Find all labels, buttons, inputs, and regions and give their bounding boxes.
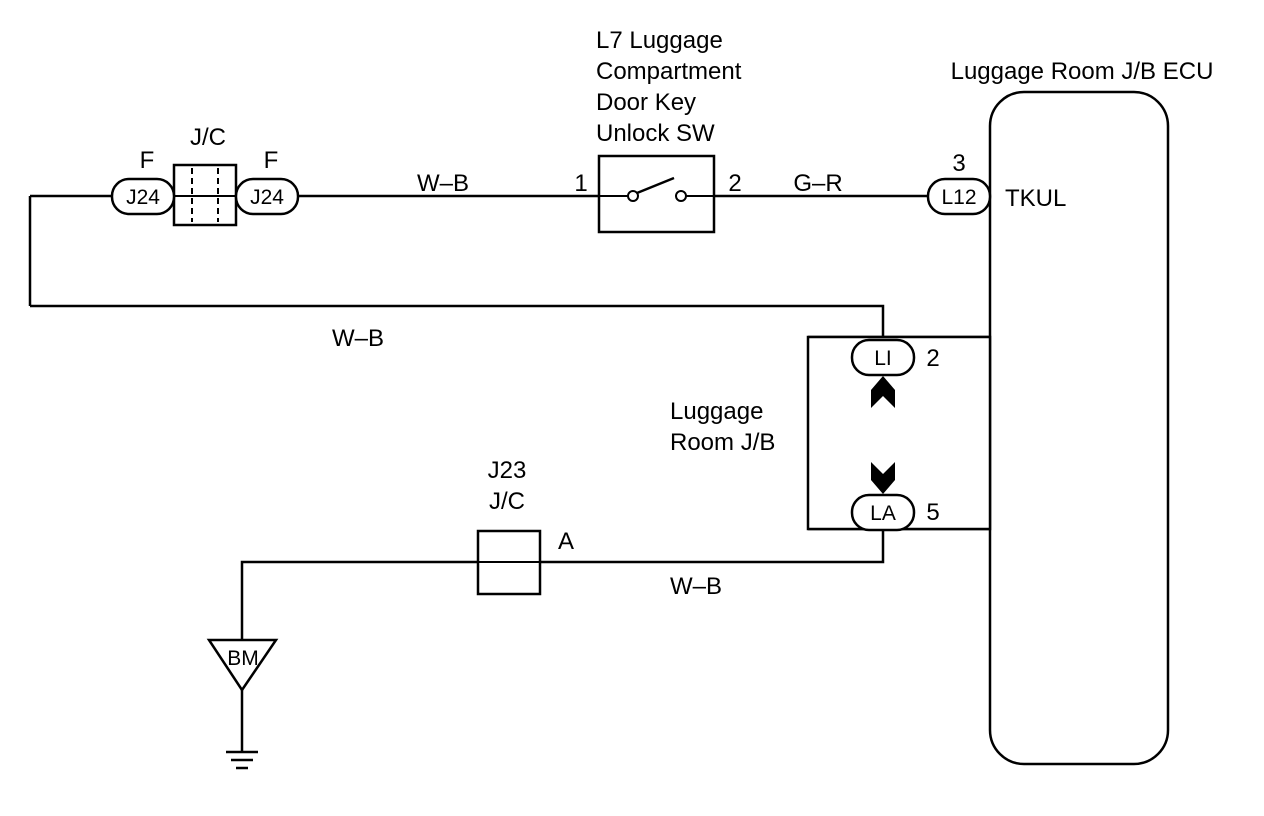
connector-la-label: LA [870,502,896,525]
wire-label-top-right: G–R [793,170,842,197]
connector-l12-pin: 3 [952,150,965,177]
connector-j24-right [234,177,300,216]
switch-body [597,154,716,234]
switch-contact-right [675,190,687,202]
switch-title-line-3: Door Key [596,89,696,116]
switch-blade [636,176,675,195]
ground-point-label: BM [227,647,259,670]
connector-l12-label: L12 [941,186,976,209]
wire-label-bottom: W–B [670,573,722,600]
switch-title-line-2: Compartment [596,58,742,85]
jc-left-pin-left: F [140,147,155,174]
switch-title-line-4: Unlock SW [596,120,715,147]
connector-li-label: LI [874,347,892,370]
jc-bottom-title-line-2: J/C [489,488,525,515]
luggage-jb-title-line-2: Room J/B [670,429,775,456]
ecu-title: Luggage Room J/B ECU [951,58,1214,85]
wire-label-middle: W–B [332,325,384,352]
connector-l12 [926,177,992,216]
connector-j24-left [110,177,176,216]
connector-j24-left-label: J24 [126,186,160,209]
wire-bottom-wb [240,530,885,640]
connector-la-pin: 5 [926,499,939,526]
wire-middle-wb [30,304,885,346]
arrow-up-icon [871,376,895,408]
connector-li [850,338,916,377]
ecu-terminal-label: TKUL [1005,185,1066,212]
connector-li-pin: 2 [926,345,939,372]
connector-j24-right-label: J24 [250,186,284,209]
connector-la [850,493,916,532]
arrow-down-icon [871,462,895,494]
wire-label-top-left: W–B [417,170,469,197]
jc-left-title: J/C [190,124,226,151]
jc-bottom-pin: A [558,528,574,555]
jc-left-pin-right: F [264,147,279,174]
ground-point-triangle [206,638,279,693]
luggage-jb-title-line-1: Luggage [670,398,763,425]
switch-contact-left [627,190,639,202]
switch-title-line-1: L7 Luggage [596,27,723,54]
switch-pin-1: 1 [574,170,587,197]
jc-bottom-title-line-1: J23 [488,457,527,484]
switch-pin-2: 2 [728,170,741,197]
ground-symbol-icon [226,750,258,770]
